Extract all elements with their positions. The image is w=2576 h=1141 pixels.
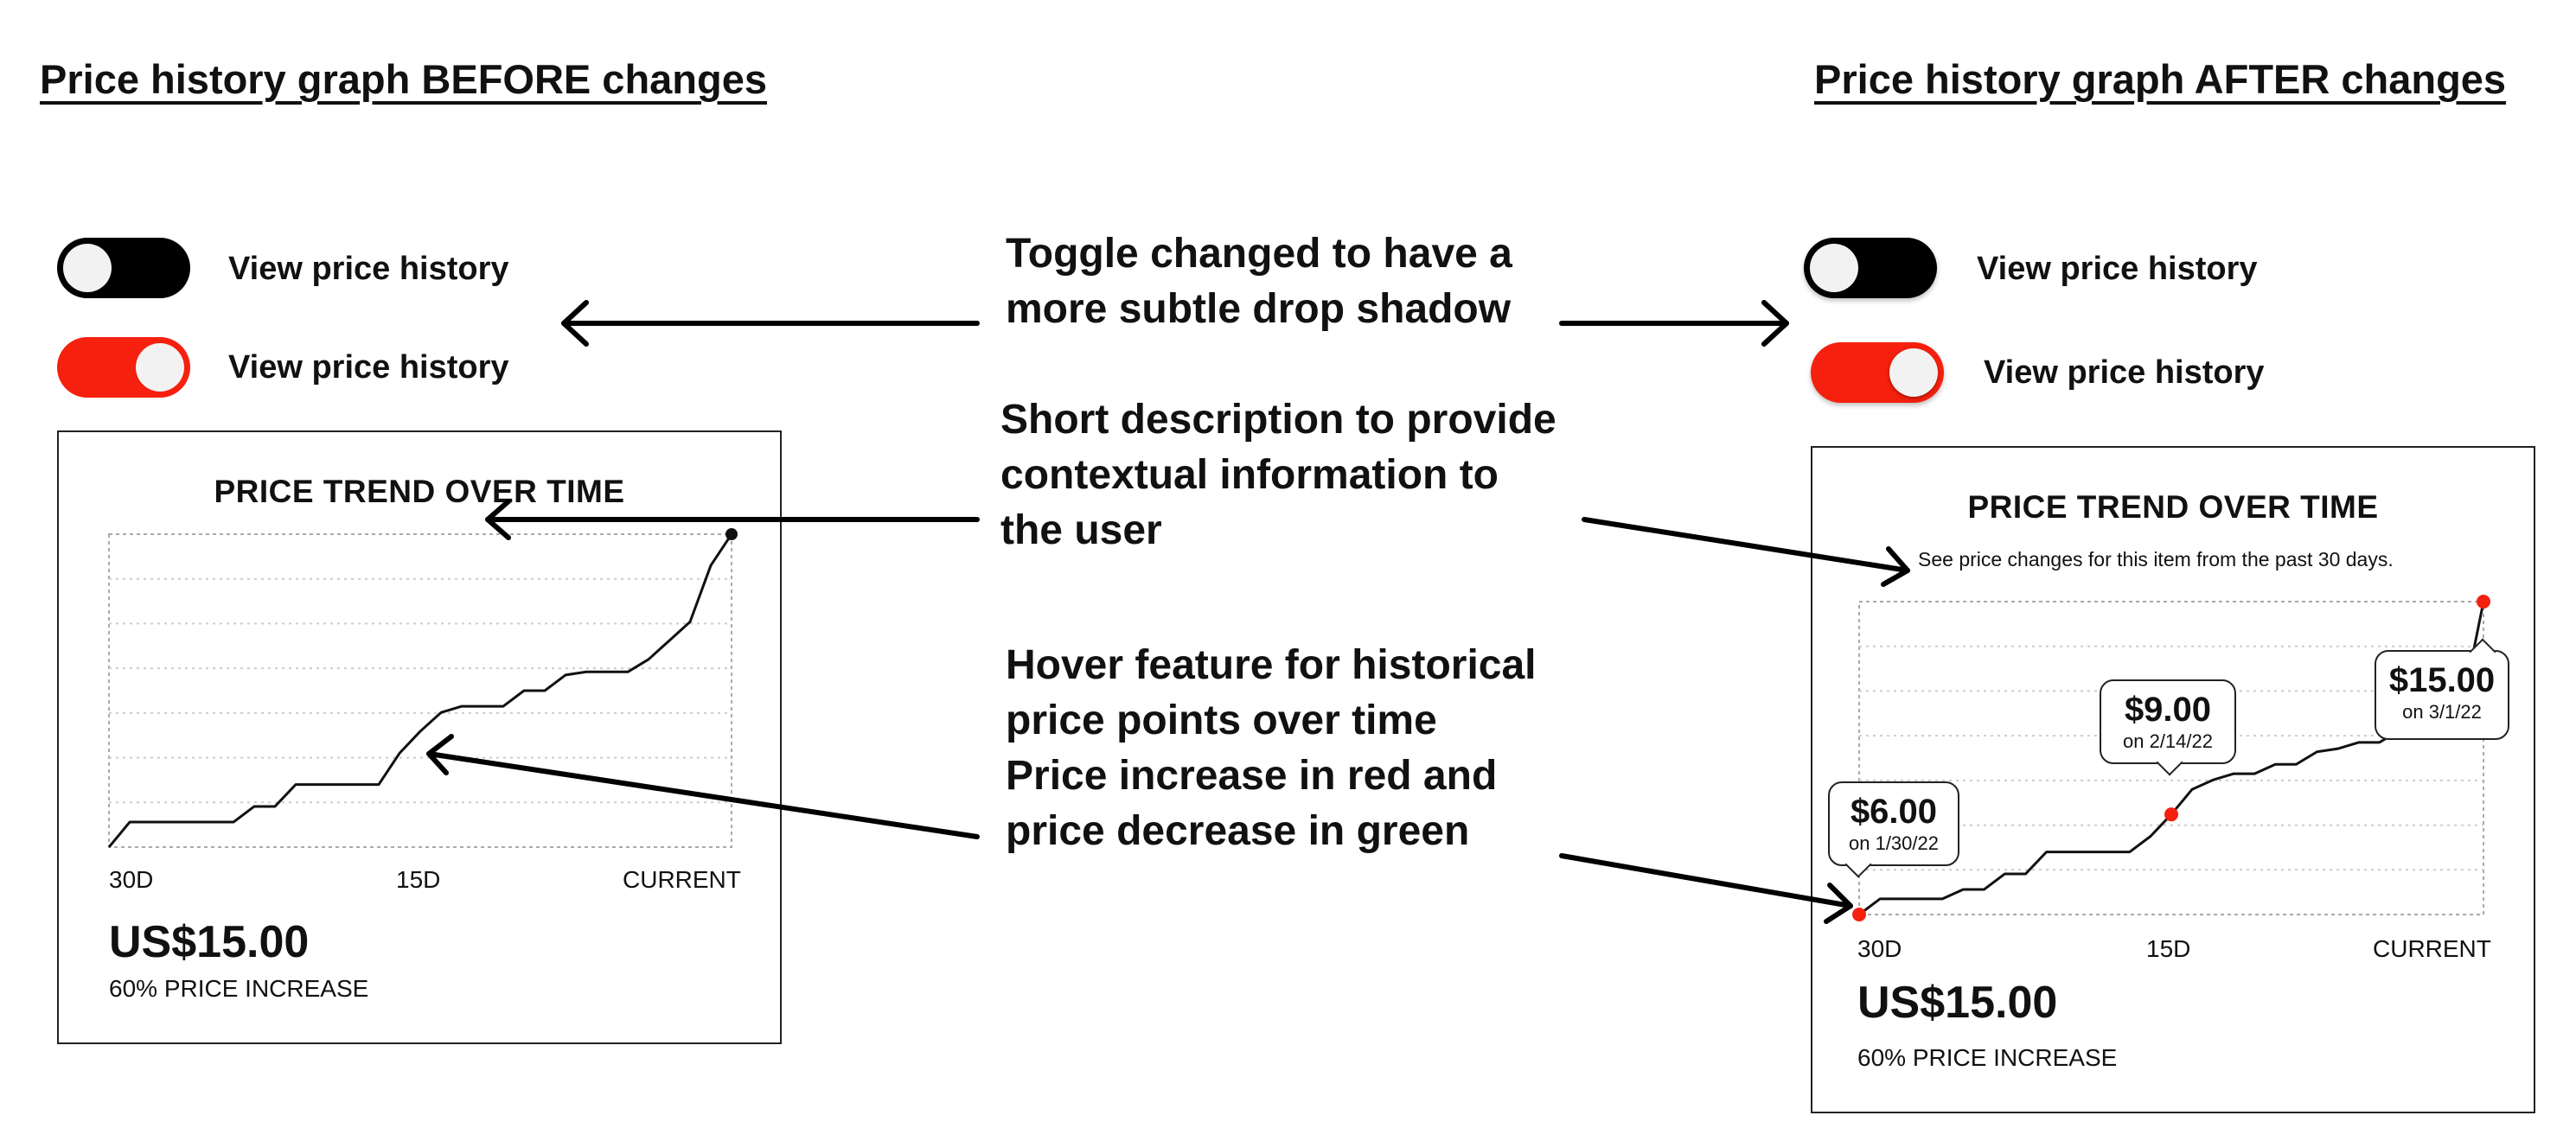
arrow-description-left (485, 499, 980, 540)
toggle-knob (1810, 244, 1858, 292)
plot-frame (1858, 601, 2484, 915)
before-heading: Price history graph BEFORE changes (40, 56, 767, 102)
x-label-current: CURRENT (2373, 935, 2491, 962)
annotation-toggle: Toggle changed to have a more subtle dro… (1006, 226, 1512, 337)
x-label-15d: 15D (2146, 935, 2191, 962)
tooltip-value: $6.00 (1850, 793, 1938, 831)
x-label-current: CURRENT (623, 866, 741, 893)
tooltip-value: $15.00 (2388, 661, 2496, 699)
price-tooltip: $9.00 on 2/14/22 (2100, 679, 2236, 776)
annotation-line: price decrease in green (1006, 808, 1470, 854)
toggle-label: View price history (1977, 251, 2258, 287)
tooltip-date: on 2/14/22 (2123, 730, 2213, 752)
after-card-subtitle: See price changes for this item from the… (1918, 548, 2394, 570)
annotation-line: Short description to provide (1000, 397, 1556, 443)
annotation-line: Price increase in red and (1006, 753, 1498, 799)
data-point[interactable] (2477, 595, 2490, 609)
x-label-30d: 30D (1857, 935, 1902, 962)
arrow-toggle-right (1559, 300, 1789, 347)
after-price-change: 60% PRICE INCREASE (1857, 1044, 2118, 1071)
arrow-hover-left (426, 734, 980, 839)
price-tooltip: $15.00 on 3/1/22 (2375, 638, 2509, 740)
annotation-line: contextual information to (1000, 452, 1499, 498)
plot-frame (108, 533, 732, 848)
toggle-label: View price history (1984, 354, 2265, 391)
x-label-30d: 30D (109, 866, 154, 893)
price-tooltip: $6.00 on 1/30/22 (1828, 781, 1959, 878)
annotation-description: Short description to provide contextual … (1000, 392, 1556, 558)
after-card-title: PRICE TREND OVER TIME (1967, 489, 2379, 525)
annotation-line: Hover feature for historical (1006, 642, 1537, 688)
before-price-change: 60% PRICE INCREASE (109, 975, 369, 1002)
after-heading: Price history graph AFTER changes (1814, 56, 2507, 102)
arrow-toggle-left (561, 300, 980, 347)
annotation-line: the user (1000, 507, 1162, 553)
after-price: US$15.00 (1857, 978, 2058, 1028)
price-line (107, 533, 733, 848)
toggle-knob (63, 244, 112, 292)
data-point (725, 528, 738, 540)
toggle-knob (136, 343, 184, 392)
toggle-label: View price history (228, 349, 509, 386)
before-price-card (57, 430, 782, 1044)
annotation-hover: Hover feature for historical price point… (1006, 638, 1537, 859)
data-point[interactable] (1852, 908, 1866, 921)
before-card-title: PRICE TREND OVER TIME (214, 474, 625, 509)
before-price: US$15.00 (109, 917, 310, 967)
toggle-label: View price history (228, 251, 509, 287)
annotation-line: more subtle drop shadow (1006, 286, 1512, 332)
toggle-on-before[interactable] (57, 337, 190, 398)
toggle-off-after[interactable] (1804, 238, 1937, 298)
annotation-line: Toggle changed to have a (1006, 231, 1512, 277)
tooltip-value: $9.00 (2124, 691, 2212, 729)
arrow-hover-right (1559, 853, 1853, 924)
arrow-description-right (1582, 517, 1910, 587)
toggle-off-before[interactable] (57, 238, 190, 298)
annotation-line: price points over time (1006, 698, 1437, 743)
data-point[interactable] (2164, 807, 2178, 822)
tooltip-date: on 3/1/22 (2402, 701, 2482, 723)
toggle-on-after[interactable] (1811, 342, 1944, 403)
x-label-15d: 15D (396, 866, 441, 893)
toggle-knob (1889, 348, 1938, 397)
tooltip-date: on 1/30/22 (1849, 832, 1939, 854)
